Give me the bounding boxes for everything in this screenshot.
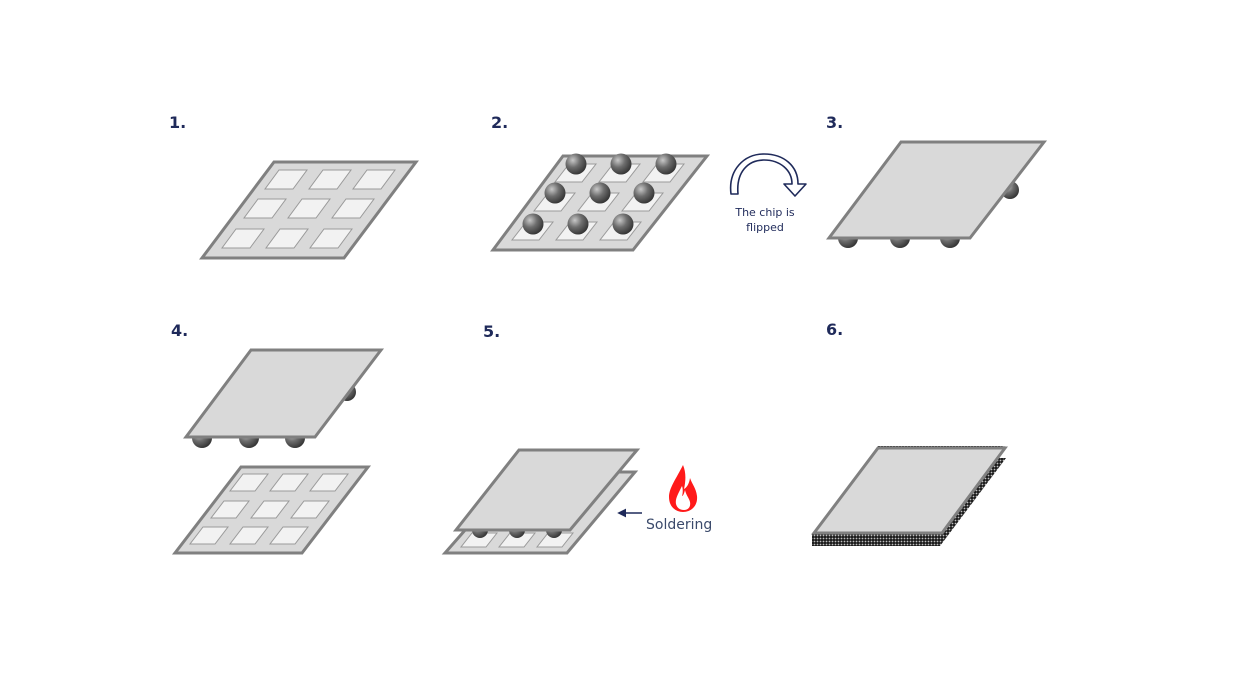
step1-substrate: [199, 160, 419, 260]
step2-bumped-substrate: [490, 153, 711, 252]
pad: [535, 532, 575, 548]
solder-ball: [612, 213, 634, 235]
step6-assembled-package: [810, 446, 1008, 546]
step-label-2: 2.: [491, 113, 509, 132]
pad: [459, 532, 499, 548]
pad: [497, 532, 537, 548]
pad: [331, 198, 375, 219]
solder-ball: [610, 153, 632, 175]
flip-caption: The chip is flipped: [722, 205, 808, 235]
solder-ball: [565, 153, 587, 175]
step-label-6: 6.: [826, 320, 844, 339]
solder-ball: [567, 213, 589, 235]
solder-balls: [522, 153, 677, 235]
chip-plate: [183, 348, 385, 439]
pad: [268, 526, 310, 545]
pad: [249, 500, 291, 519]
solder-ball: [522, 213, 544, 235]
step-label-4: 4.: [171, 321, 189, 340]
pad: [228, 473, 270, 492]
pad-grid: [221, 169, 396, 249]
step5-soldering: [441, 448, 641, 555]
pad: [228, 526, 270, 545]
curved-arrow-icon: [729, 153, 807, 197]
solder-ball: [589, 182, 611, 204]
step4-alignment: [171, 348, 385, 555]
chip-plate: [810, 446, 1008, 535]
pad: [289, 500, 331, 519]
flame-icon: [669, 465, 698, 512]
pad: [352, 169, 396, 190]
chip-plate: [826, 140, 1048, 240]
pad: [309, 228, 353, 249]
pad: [308, 473, 350, 492]
pad: [243, 198, 287, 219]
soldering-caption: Soldering: [646, 517, 713, 533]
flip-caption-line1: The chip is: [735, 206, 795, 219]
step3-flipped-chip: [826, 140, 1048, 248]
step-label-1: 1.: [169, 113, 187, 132]
step-label-5: 5.: [483, 322, 501, 341]
pad: [308, 169, 352, 190]
pad: [188, 526, 230, 545]
pad: [221, 228, 265, 249]
solder-ball: [655, 153, 677, 175]
solder-ball: [544, 182, 566, 204]
pad: [268, 473, 310, 492]
chip-plate: [452, 448, 641, 532]
pad: [287, 198, 331, 219]
solder-ball: [633, 182, 655, 204]
pad: [209, 500, 251, 519]
flip-caption-line2: flipped: [746, 221, 784, 234]
pad: [265, 228, 309, 249]
pad: [264, 169, 308, 190]
step-label-3: 3.: [826, 113, 844, 132]
